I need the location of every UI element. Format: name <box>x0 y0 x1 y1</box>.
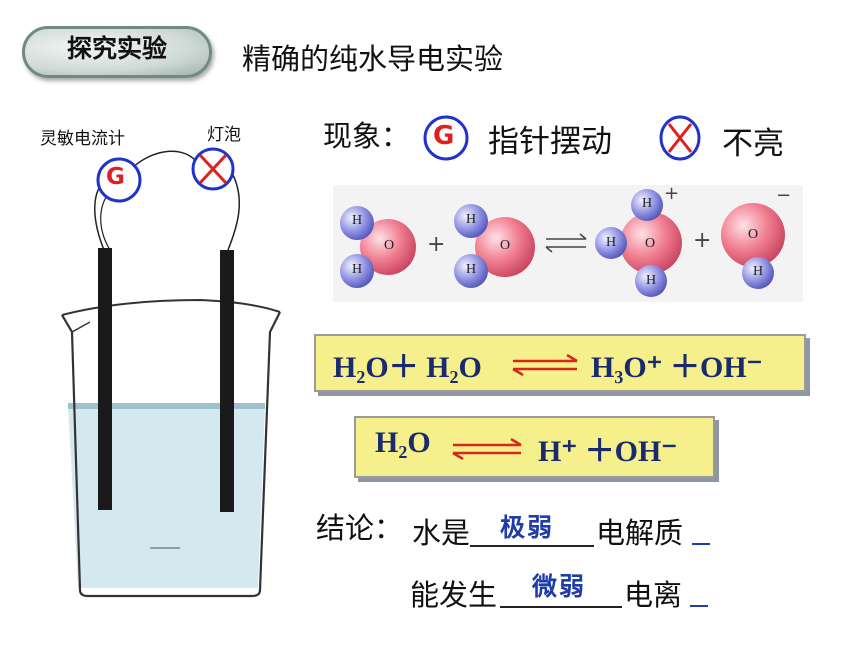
answer-fill-1: 极弱 <box>500 513 555 542</box>
phenomenon-label: 现象： <box>323 119 411 153</box>
atom-h-label: H <box>642 196 653 211</box>
atom-h-label: H <box>606 235 617 250</box>
wire-middle <box>129 150 196 171</box>
section-badge-label: 探究实验 <box>66 34 167 63</box>
plus-sign: + <box>693 228 712 253</box>
equilibrium-arrow-icon <box>512 354 578 376</box>
atom-h-label: H <box>646 273 657 288</box>
atom-o-label: O <box>645 236 656 251</box>
answer-blank-2 <box>500 573 622 608</box>
trailing-underline-1 <box>692 542 710 545</box>
equation-box-1 <box>314 334 806 392</box>
electrode-left <box>98 248 112 510</box>
equation-1-reactants: H₂O＋ H₂O <box>333 351 482 384</box>
section-badge <box>22 26 212 78</box>
phenomenon-g-symbol: G <box>433 121 455 151</box>
conclusion-label: 结论： <box>316 511 404 545</box>
positive-charge: + <box>664 183 680 204</box>
trailing-underline-2 <box>690 604 708 607</box>
atom-h-label: H <box>352 213 363 228</box>
conclusion-line1-prefix: 水是 <box>412 516 471 550</box>
plus-sign: + <box>427 232 446 257</box>
page-title: 精确的纯水导电实验 <box>242 42 504 76</box>
atom-o-label: O <box>384 238 395 253</box>
conclusion-line2-suffix: 电离 <box>624 578 683 612</box>
atom-o-label: O <box>500 238 511 253</box>
answer-fill-2: 微弱 <box>532 572 587 601</box>
conclusion-line2-prefix: 能发生 <box>410 578 498 612</box>
conclusion-line1-suffix: 电解质 <box>596 516 684 550</box>
water-autoionization-diagram <box>333 185 803 302</box>
galvanometer-deflect-icon <box>423 115 469 161</box>
galvanometer-label: 灵敏电流计 <box>40 129 125 149</box>
atom-h-label: H <box>466 212 477 227</box>
electrode-right <box>220 250 234 512</box>
atom-h-label: H <box>753 264 764 279</box>
beaker <box>61 311 281 598</box>
beaker-water <box>68 405 265 588</box>
atom-o-label: O <box>748 227 759 242</box>
bulb-unlit-icon <box>659 115 701 161</box>
equation-2-reactant: H₂O <box>375 426 431 459</box>
bulb-label: 灯泡 <box>207 125 241 145</box>
wire-right <box>227 174 241 251</box>
negative-charge: − <box>776 185 792 206</box>
equation-2-products: H⁺ ＋OH⁻ <box>538 435 678 468</box>
bulb-not-lit-text: 不亮 <box>722 126 784 162</box>
answer-blank-1 <box>470 512 594 547</box>
galvanometer-icon <box>96 157 142 203</box>
needle-swing-text: 指针摆动 <box>488 124 612 160</box>
atom-h-label: H <box>352 262 363 277</box>
equation-box-2 <box>354 416 715 478</box>
equilibrium-arrow-icon <box>452 438 522 460</box>
atom-h-label: H <box>466 262 477 277</box>
equation-1-products: H₃O⁺ ＋OH⁻ <box>591 351 763 384</box>
galvanometer-symbol: G <box>106 164 125 190</box>
